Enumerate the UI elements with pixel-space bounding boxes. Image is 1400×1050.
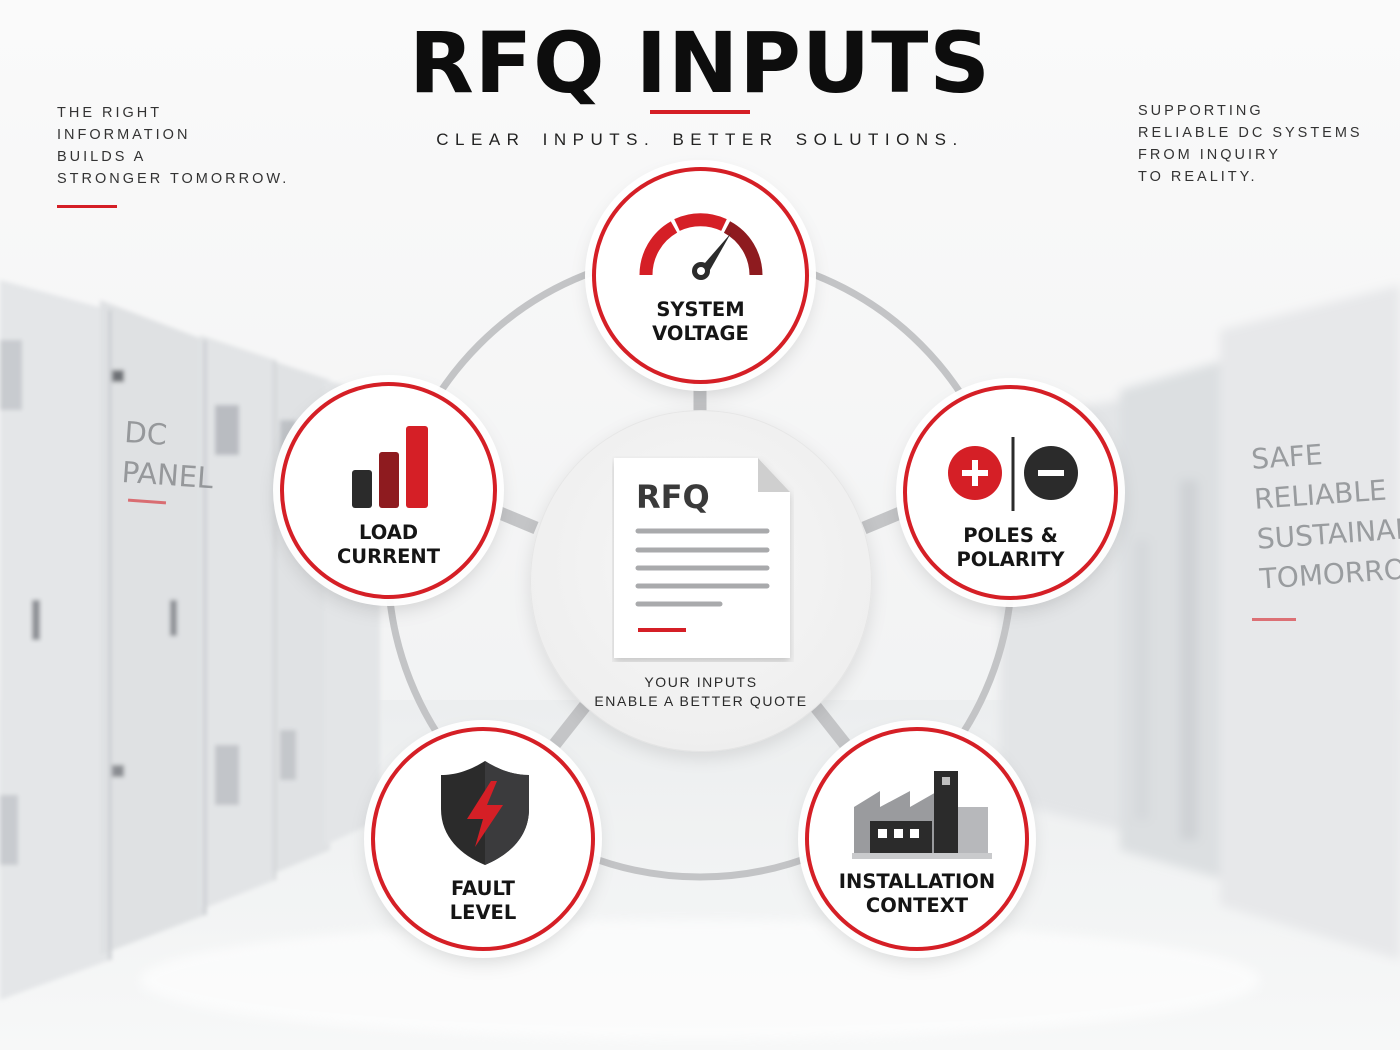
left-note: THE RIGHT INFORMATION BUILDS A STRONGER … xyxy=(57,102,289,190)
right-note-line: FROM INQUIRY xyxy=(1138,147,1281,163)
rfq-document-icon: RFQ xyxy=(614,458,790,658)
center-caption-line: ENABLE A BETTER QUOTE xyxy=(594,693,808,709)
node-poles-polarity-label: POLES & POLARITY xyxy=(907,524,1114,572)
node-system-voltage-label-line: VOLTAGE xyxy=(652,322,749,345)
left-note-line: THE RIGHT xyxy=(57,105,163,121)
right-note-line: SUPPORTING xyxy=(1138,103,1264,119)
node-load-current-label-line: LOAD xyxy=(358,521,419,544)
connector-installation-context xyxy=(809,701,851,749)
tagline: CLEAR INPUTS. BETTER SOLUTIONS. xyxy=(436,130,964,149)
node-load-current: LOAD CURRENT xyxy=(280,382,497,599)
gauge-icon xyxy=(639,213,763,280)
page-title: RFQ INPUTS xyxy=(409,14,991,112)
right-note-line: RELIABLE DC SYSTEMS xyxy=(1138,125,1363,141)
shield-lightning-icon xyxy=(441,761,529,865)
node-load-current-label-line: CURRENT xyxy=(336,545,441,568)
center-caption: YOUR INPUTS ENABLE A BETTER QUOTE xyxy=(530,673,872,711)
factory-icon xyxy=(852,771,992,859)
node-installation-context-label-line: CONTEXT xyxy=(865,894,969,917)
node-system-voltage: SYSTEM VOLTAGE xyxy=(592,167,809,384)
bar-chart-icon xyxy=(352,426,428,508)
node-installation-context: INSTALLATION CONTEXT xyxy=(805,727,1029,951)
node-fault-level-label: FAULT LEVEL xyxy=(375,877,591,925)
left-note-line: BUILDS A xyxy=(57,149,147,165)
node-installation-context-label-line: INSTALLATION xyxy=(838,870,996,893)
node-installation-context-label: INSTALLATION CONTEXT xyxy=(809,870,1025,918)
node-system-voltage-label-line: SYSTEM xyxy=(656,298,745,321)
node-fault-level-label-line: FAULT xyxy=(451,877,515,900)
node-fault-level-label-line: LEVEL xyxy=(449,901,517,924)
plus-minus-icon xyxy=(948,437,1078,511)
left-note-line: INFORMATION xyxy=(57,127,191,143)
node-fault-level: FAULT LEVEL xyxy=(371,727,595,951)
left-note-accent-line xyxy=(57,205,117,208)
rfq-document-title: RFQ xyxy=(636,478,710,516)
left-note-line: STRONGER TOMORROW. xyxy=(57,171,290,187)
center-caption-line: YOUR INPUTS xyxy=(644,674,758,690)
node-poles-polarity: POLES & POLARITY xyxy=(903,385,1118,600)
node-system-voltage-label: SYSTEM VOLTAGE xyxy=(596,298,805,346)
node-poles-polarity-label-line: POLES & xyxy=(963,524,1058,547)
right-note-line: TO REALITY. xyxy=(1138,169,1258,185)
wall-slogan-accent-line xyxy=(1252,618,1296,621)
connector-fault-level xyxy=(549,701,591,749)
node-poles-polarity-label-line: POLARITY xyxy=(956,548,1065,571)
connector-load-current xyxy=(497,507,539,534)
right-note: SUPPORTING RELIABLE DC SYSTEMS FROM INQU… xyxy=(1138,100,1363,188)
node-load-current-label: LOAD CURRENT xyxy=(284,521,493,569)
connector-poles-polarity xyxy=(861,507,903,534)
title-underline xyxy=(650,110,750,114)
connectors xyxy=(497,383,903,749)
